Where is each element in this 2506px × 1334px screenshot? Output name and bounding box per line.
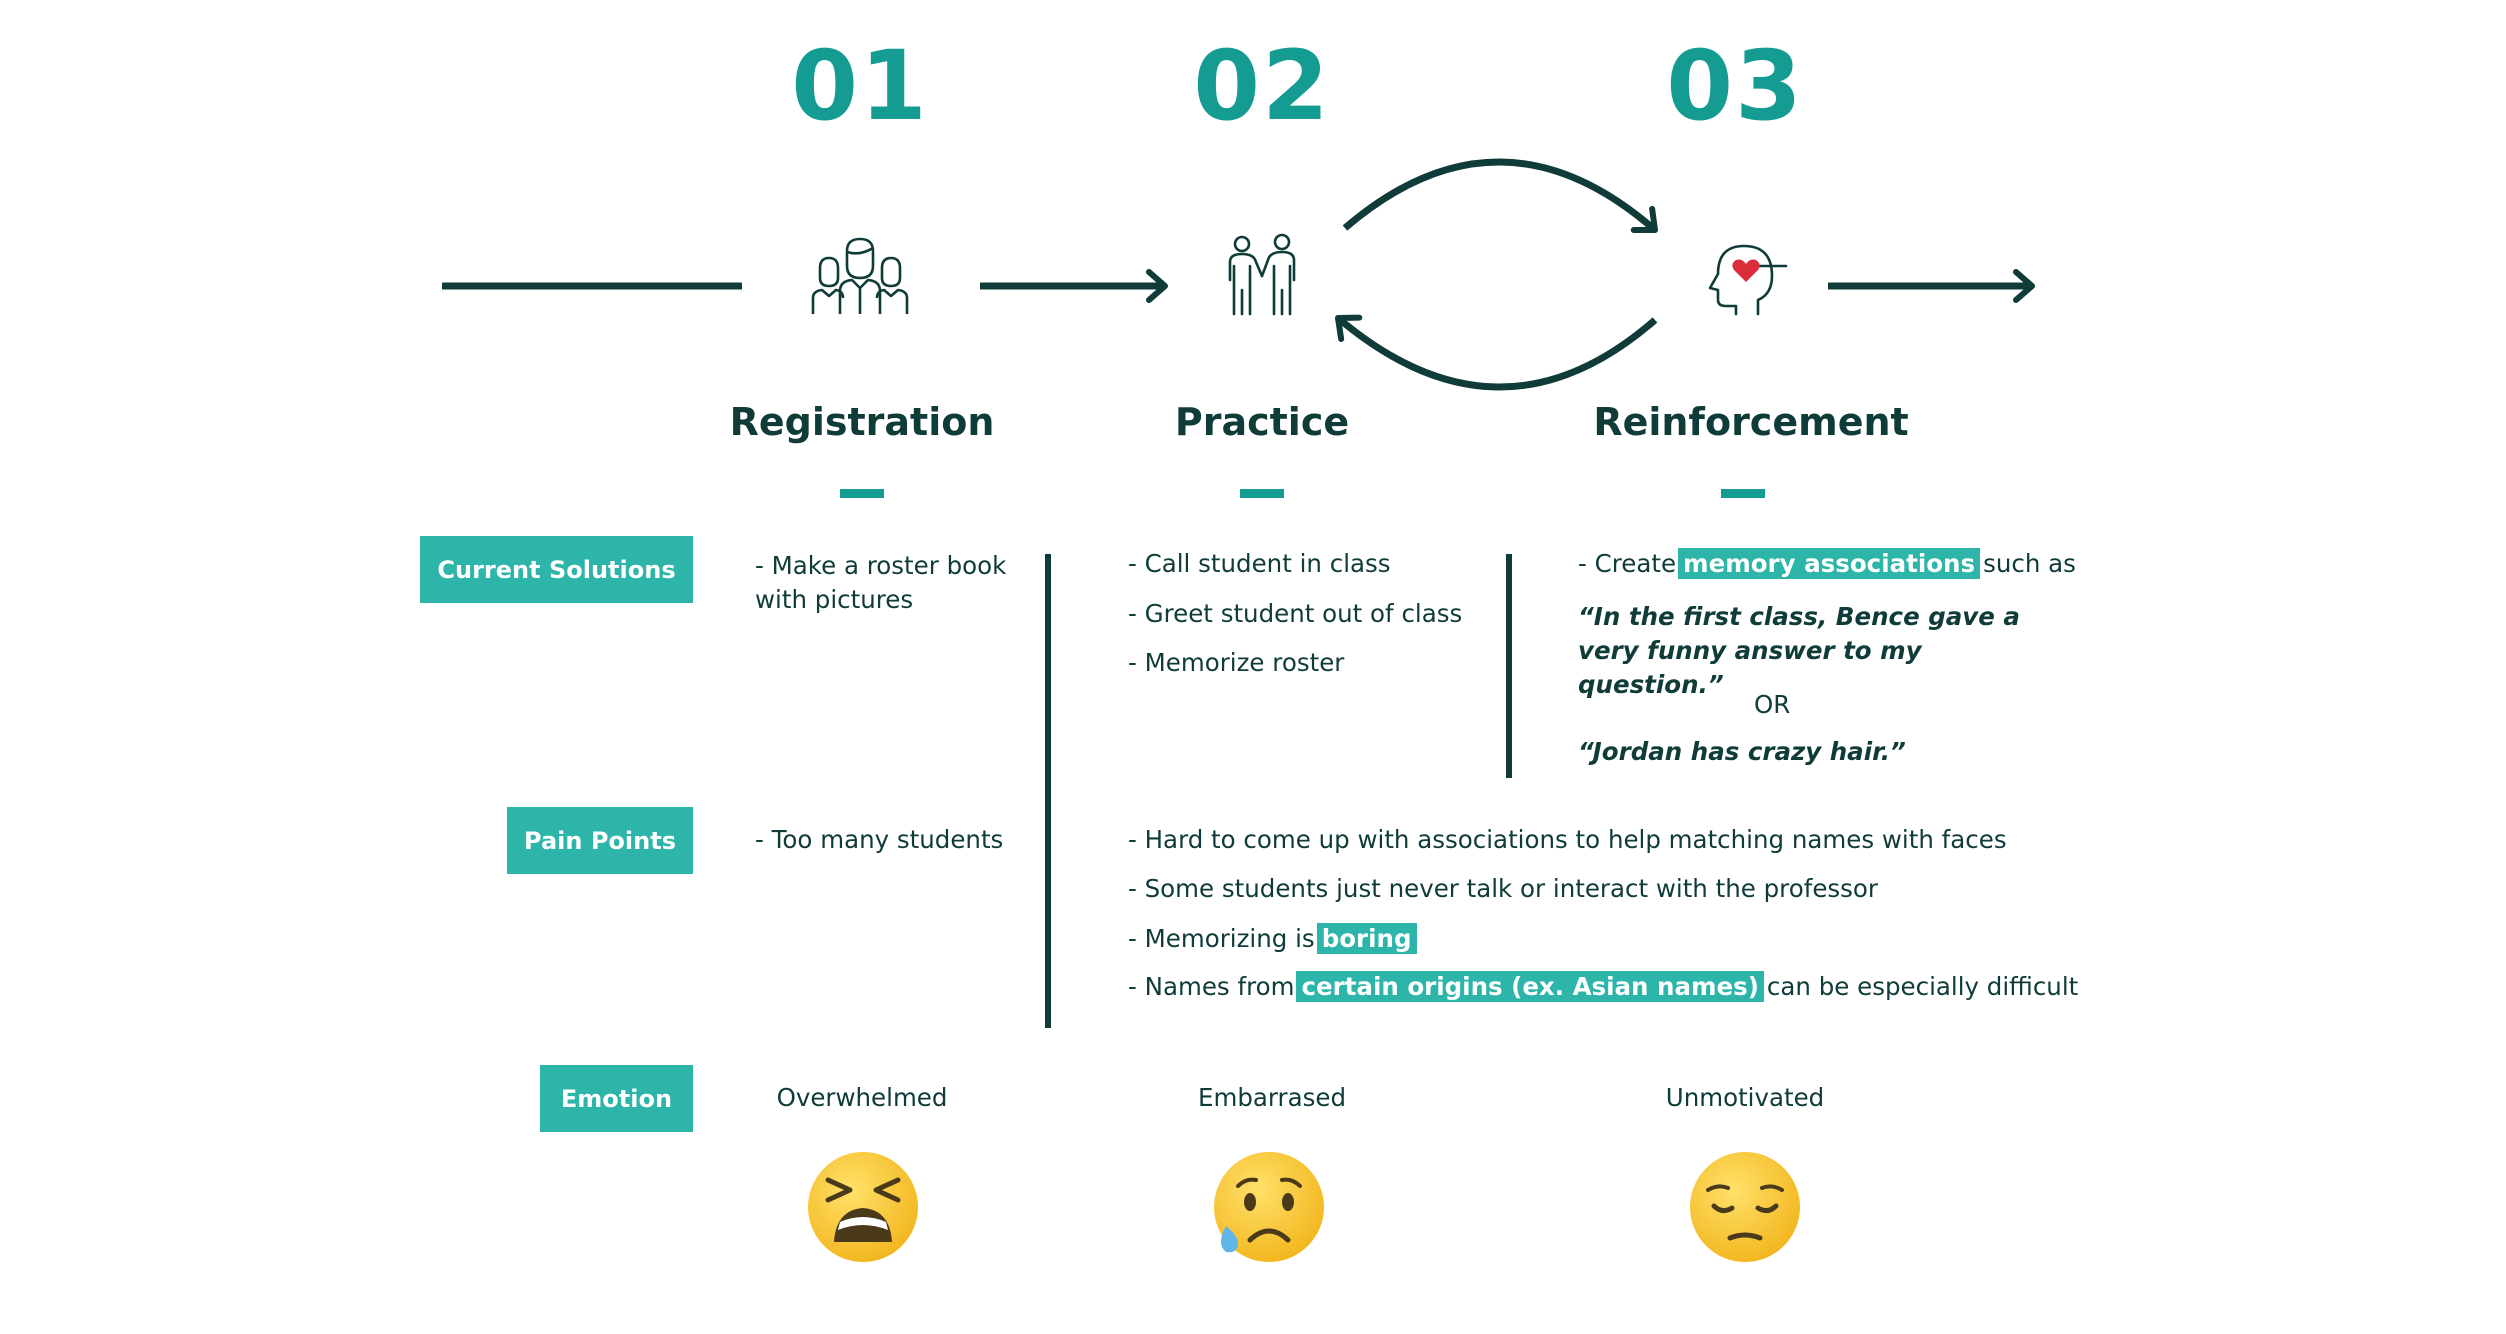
column-divider-2 bbox=[1506, 554, 1512, 778]
stage-title-registration: Registration bbox=[729, 400, 995, 444]
memory-associations-highlight: memory associations bbox=[1678, 548, 1981, 579]
pain-point-registration: - Too many students bbox=[755, 825, 1004, 854]
cycle-arrow-bottom bbox=[1335, 314, 1658, 391]
two-people-holding-hands-icon bbox=[1228, 233, 1296, 316]
tired-face-emoji-icon bbox=[808, 1152, 918, 1262]
row-label-current-solutions: Current Solutions bbox=[420, 536, 693, 603]
cycle-arrow-top bbox=[1342, 158, 1658, 234]
current-solution-practice-2: - Greet student out of class bbox=[1128, 599, 1463, 628]
sad-sweat-face-emoji-icon bbox=[1214, 1152, 1324, 1262]
flow-arrows bbox=[442, 158, 2035, 391]
boring-highlight: boring bbox=[1316, 923, 1417, 954]
certain-origins-highlight: certain origins (ex. Asian names) bbox=[1296, 971, 1764, 1002]
pensive-face-emoji-icon bbox=[1690, 1152, 1800, 1262]
create-prefix: - Create bbox=[1578, 549, 1677, 578]
pain-point-4-suffix: can be especially difficult bbox=[1766, 972, 2079, 1001]
pain-point-2: - Some students just never talk or inter… bbox=[1128, 874, 1878, 903]
stage-dash-practice bbox=[1240, 489, 1284, 498]
current-solution-practice-1: - Call student in class bbox=[1128, 549, 1391, 578]
stage-number-01: 01 bbox=[791, 30, 929, 142]
head-with-heart-icon bbox=[1708, 244, 1788, 316]
pain-point-1: - Hard to come up with associations to h… bbox=[1128, 825, 2007, 854]
column-divider-1 bbox=[1045, 554, 1051, 1028]
memory-quote-2: “Jordan has crazy hair.” bbox=[1578, 737, 1906, 766]
stage-title-practice: Practice bbox=[1174, 400, 1350, 444]
such-as-suffix: such as bbox=[1983, 549, 2076, 578]
row-label-pain-points: Pain Points bbox=[507, 807, 693, 874]
stage-number-03: 03 bbox=[1666, 30, 1804, 142]
group-of-people-icon bbox=[811, 237, 909, 314]
current-solution-practice-3: - Memorize roster bbox=[1128, 648, 1345, 677]
current-solution-registration: - Make a roster book with pictures bbox=[755, 551, 1007, 614]
stage-number-02: 02 bbox=[1193, 30, 1331, 142]
emotion-label-embarrased: Embarrased bbox=[1197, 1083, 1347, 1112]
stage-dash-reinforcement bbox=[1721, 489, 1765, 498]
memory-quote-1: “In the first class, Bence gave a very f… bbox=[1578, 602, 2020, 699]
row-label-emotion: Emotion bbox=[540, 1065, 693, 1132]
or-separator: OR bbox=[1754, 690, 1791, 719]
stage-title-reinforcement: Reinforcement bbox=[1593, 400, 1909, 444]
emotion-label-unmotivated: Unmotivated bbox=[1665, 1083, 1825, 1112]
pain-point-3-prefix: - Memorizing is bbox=[1128, 924, 1315, 953]
pain-point-4-prefix: - Names from bbox=[1128, 972, 1295, 1001]
emotion-label-overwhelmed: Overwhelmed bbox=[776, 1083, 948, 1112]
stage-dash-registration bbox=[840, 489, 884, 498]
